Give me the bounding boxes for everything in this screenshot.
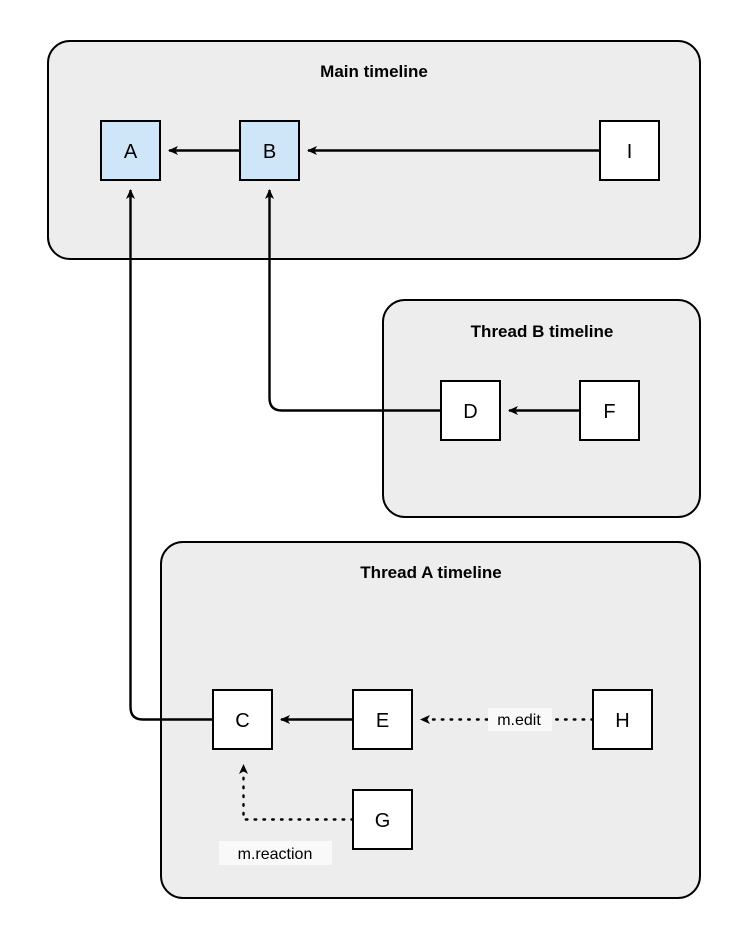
edge-label-m-reaction: m.reaction — [238, 846, 313, 863]
node-b-box — [239, 120, 300, 181]
node-d-box — [440, 380, 501, 441]
edge-g-to-c[interactable]: m.reaction — [219, 763, 355, 865]
edge-g-to-c-path — [239, 763, 355, 821]
node-g-label: G — [375, 810, 391, 832]
group-thread-b-timeline[interactable]: Thread B timeline — [382, 299, 701, 518]
node-a[interactable]: A — [100, 120, 161, 181]
edge-label-m-reaction-bg — [219, 841, 332, 865]
node-h-label: H — [615, 710, 629, 732]
group-thread-b-timeline-box — [382, 299, 701, 518]
edge-c-to-a-path — [126, 189, 213, 721]
node-c[interactable]: C — [212, 689, 273, 750]
node-e-box — [352, 689, 413, 750]
edge-h-to-e[interactable]: m.edit — [419, 708, 595, 731]
node-e-label: E — [376, 710, 389, 732]
node-h-box — [592, 689, 653, 750]
node-h[interactable]: H — [592, 689, 653, 750]
group-main-timeline-title: Main timeline — [320, 62, 428, 81]
node-i-label: I — [627, 141, 633, 163]
edge-d-to-b[interactable] — [265, 189, 442, 412]
node-f-box — [579, 380, 640, 441]
node-b[interactable]: B — [239, 120, 300, 181]
edge-label-m-edit: m.edit — [497, 712, 541, 729]
node-d[interactable]: D — [440, 380, 501, 441]
edge-d-to-b-path — [265, 189, 441, 412]
node-i-box — [599, 120, 660, 181]
group-thread-a-timeline[interactable]: Thread A timeline — [160, 541, 701, 899]
group-thread-b-timeline-title: Thread B timeline — [471, 322, 614, 341]
node-f-label: F — [603, 401, 615, 423]
node-i[interactable]: I — [599, 120, 660, 181]
node-c-label: C — [235, 710, 249, 732]
node-b-label: B — [263, 141, 276, 163]
edge-label-m-edit-bg — [488, 708, 552, 731]
node-g[interactable]: G — [352, 789, 413, 850]
node-a-label: A — [124, 141, 138, 163]
edge-c-to-a[interactable] — [126, 189, 214, 721]
group-thread-a-timeline-title: Thread A timeline — [360, 563, 501, 582]
node-g-box — [352, 789, 413, 850]
node-e[interactable]: E — [352, 689, 413, 750]
node-f[interactable]: F — [579, 380, 640, 441]
node-d-label: D — [463, 401, 477, 423]
node-c-box — [212, 689, 273, 750]
node-a-box — [100, 120, 161, 181]
